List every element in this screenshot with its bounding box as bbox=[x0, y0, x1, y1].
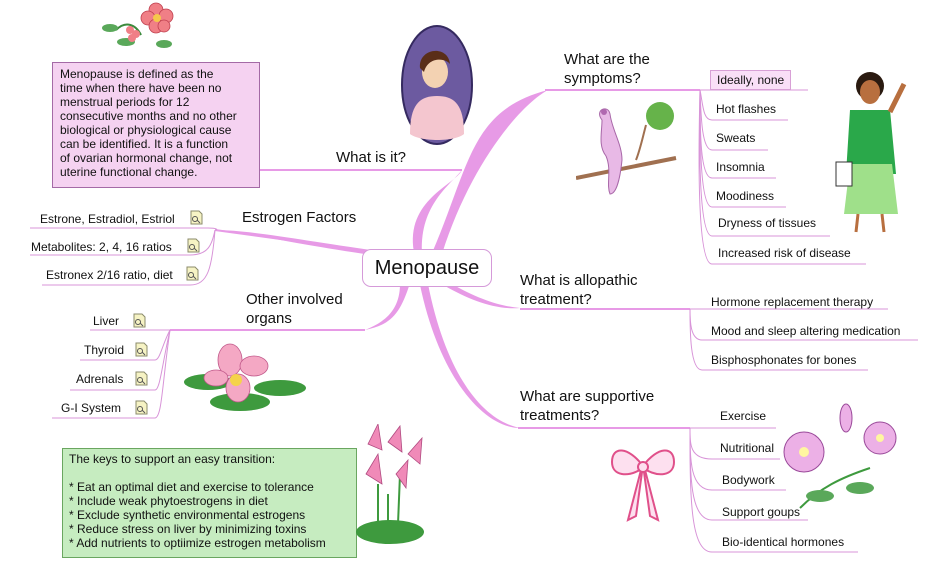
symptom-item[interactable]: Moodiness bbox=[716, 189, 775, 203]
central-topic[interactable]: Menopause bbox=[362, 249, 492, 287]
orchid-icon bbox=[184, 343, 306, 411]
attachment-icon[interactable] bbox=[186, 266, 199, 281]
supportive-item[interactable]: Nutritional bbox=[720, 441, 775, 455]
topic-what-is-it[interactable]: What is it? bbox=[336, 149, 407, 166]
attachment-icon[interactable] bbox=[187, 238, 200, 253]
attachment-icon[interactable] bbox=[135, 342, 148, 357]
keys-note: The keys to support an easy transition: … bbox=[62, 448, 357, 558]
symptom-item[interactable]: Increased risk of disease bbox=[718, 246, 851, 260]
organ-item[interactable]: Adrenals bbox=[76, 372, 124, 386]
bow-icon bbox=[610, 449, 676, 522]
topic-estrogen-factors[interactable]: Estrogen Factors bbox=[242, 209, 357, 226]
allopathic-item[interactable]: Bisphosphonates for bones bbox=[711, 353, 857, 367]
flower-icon bbox=[102, 2, 174, 48]
cyclamen-icon bbox=[356, 424, 424, 544]
attachment-icon[interactable] bbox=[135, 400, 148, 415]
supportive-item[interactable]: Support goups bbox=[722, 505, 801, 519]
morning-glory-icon bbox=[783, 403, 897, 509]
topic-supportive[interactable]: What are supportive treatments? bbox=[520, 388, 655, 424]
symptom-item[interactable]: Insomnia bbox=[716, 160, 765, 174]
supportive-item[interactable]: Exercise bbox=[720, 409, 767, 423]
branch-organs bbox=[365, 283, 410, 330]
branch-supportive bbox=[420, 284, 520, 428]
woman-portrait-icon bbox=[401, 25, 473, 145]
organ-item[interactable]: Liver bbox=[93, 314, 120, 328]
topic-other-organs[interactable]: Other involved organs bbox=[246, 291, 343, 327]
symptom-item[interactable]: Dryness of tissues bbox=[718, 216, 817, 230]
attachment-icon[interactable] bbox=[190, 210, 203, 225]
definition-note: Menopause is defined as the time when th… bbox=[52, 62, 260, 188]
symptom-item-highlighted[interactable]: Ideally, none bbox=[710, 70, 792, 90]
attachment-icon[interactable] bbox=[135, 371, 148, 386]
estrogen-item[interactable]: Estrone, Estradiol, Estriol bbox=[40, 212, 175, 226]
symptom-item[interactable]: Sweats bbox=[716, 131, 756, 145]
woman-fanning-icon bbox=[835, 72, 907, 233]
allopathic-item[interactable]: Mood and sleep altering medication bbox=[711, 324, 901, 338]
organ-item[interactable]: G-I System bbox=[61, 401, 122, 415]
branch-estrogen bbox=[215, 230, 378, 255]
peacock-icon bbox=[576, 102, 677, 195]
branch-symptoms bbox=[432, 90, 548, 254]
symptom-item[interactable]: Hot flashes bbox=[716, 102, 777, 116]
topic-symptoms[interactable]: What are the symptoms? bbox=[564, 51, 650, 87]
organ-item[interactable]: Thyroid bbox=[84, 343, 125, 357]
topic-allopathic[interactable]: What is allopathic treatment? bbox=[520, 272, 638, 308]
allopathic-item[interactable]: Hormone replacement therapy bbox=[711, 295, 874, 309]
attachment-icon[interactable] bbox=[133, 313, 146, 328]
estrogen-item[interactable]: Estronex 2/16 ratio, diet bbox=[46, 268, 173, 282]
branch-what-is-it bbox=[412, 170, 462, 252]
supportive-item[interactable]: Bodywork bbox=[722, 473, 775, 487]
supportive-item[interactable]: Bio-identical hormones bbox=[722, 535, 845, 549]
estrogen-item[interactable]: Metabolites: 2, 4, 16 ratios bbox=[31, 240, 172, 254]
